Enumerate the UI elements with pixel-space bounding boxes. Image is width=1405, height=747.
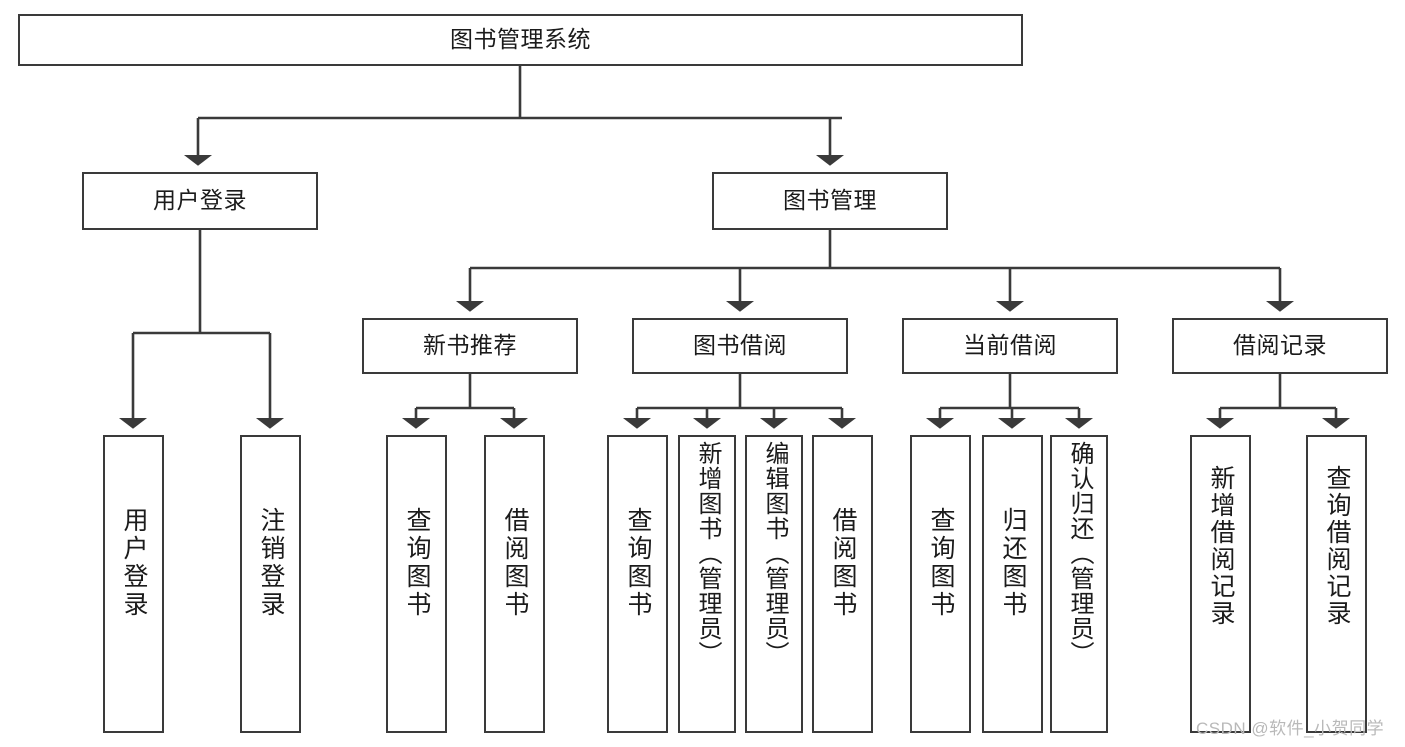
leaf-add-book-label: 新增图书（管理员） (694, 441, 721, 666)
leaf-edit-book-label: 编辑图书（管理员） (761, 441, 788, 666)
leaf-add-borrow-record[interactable]: 新增借阅记录 (1190, 435, 1251, 733)
node-book-borrow[interactable]: 图书借阅 (632, 318, 848, 374)
leaf-borrow-book-2-label: 借阅图书 (829, 507, 857, 619)
node-book-manage-label: 图书管理 (783, 187, 877, 214)
leaf-add-book[interactable]: 新增图书（管理员） (678, 435, 736, 733)
leaf-query-book-1[interactable]: 查询图书 (386, 435, 447, 733)
leaf-query-borrow-record[interactable]: 查询借阅记录 (1306, 435, 1367, 733)
leaf-borrow-book-1-label: 借阅图书 (501, 507, 529, 619)
csdn-watermark: CSDN @软件_小贺同学 (1196, 719, 1385, 738)
leaf-query-book-3-label: 查询图书 (927, 507, 955, 619)
node-root-label: 图书管理系统 (450, 26, 591, 53)
leaf-edit-book[interactable]: 编辑图书（管理员） (745, 435, 803, 733)
leaf-query-book-3[interactable]: 查询图书 (910, 435, 971, 733)
node-borrow-record[interactable]: 借阅记录 (1172, 318, 1388, 374)
node-book-borrow-label: 图书借阅 (693, 332, 787, 359)
leaf-user-login-label: 用户登录 (120, 507, 148, 619)
node-current-borrow-label: 当前借阅 (963, 332, 1057, 359)
leaf-return-book[interactable]: 归还图书 (982, 435, 1043, 733)
node-new-book-recommend[interactable]: 新书推荐 (362, 318, 578, 374)
leaf-confirm-return-label: 确认归还（管理员） (1066, 441, 1093, 666)
node-root[interactable]: 图书管理系统 (18, 14, 1023, 66)
leaf-add-borrow-record-label: 新增借阅记录 (1207, 465, 1235, 627)
node-book-manage[interactable]: 图书管理 (712, 172, 948, 230)
node-new-book-recommend-label: 新书推荐 (423, 332, 517, 359)
leaf-user-login[interactable]: 用户登录 (103, 435, 164, 733)
leaf-user-logout-label: 注销登录 (257, 507, 285, 619)
leaf-confirm-return[interactable]: 确认归还（管理员） (1050, 435, 1108, 733)
node-user-login-label: 用户登录 (153, 187, 247, 214)
node-borrow-record-label: 借阅记录 (1233, 332, 1327, 359)
leaf-return-book-label: 归还图书 (999, 507, 1027, 619)
leaf-query-book-2-label: 查询图书 (624, 507, 652, 619)
leaf-user-logout[interactable]: 注销登录 (240, 435, 301, 733)
node-current-borrow[interactable]: 当前借阅 (902, 318, 1118, 374)
leaf-query-book-1-label: 查询图书 (403, 507, 431, 619)
leaf-borrow-book-1[interactable]: 借阅图书 (484, 435, 545, 733)
leaf-query-book-2[interactable]: 查询图书 (607, 435, 668, 733)
leaf-query-borrow-record-label: 查询借阅记录 (1323, 465, 1351, 627)
leaf-borrow-book-2[interactable]: 借阅图书 (812, 435, 873, 733)
node-user-login[interactable]: 用户登录 (82, 172, 318, 230)
